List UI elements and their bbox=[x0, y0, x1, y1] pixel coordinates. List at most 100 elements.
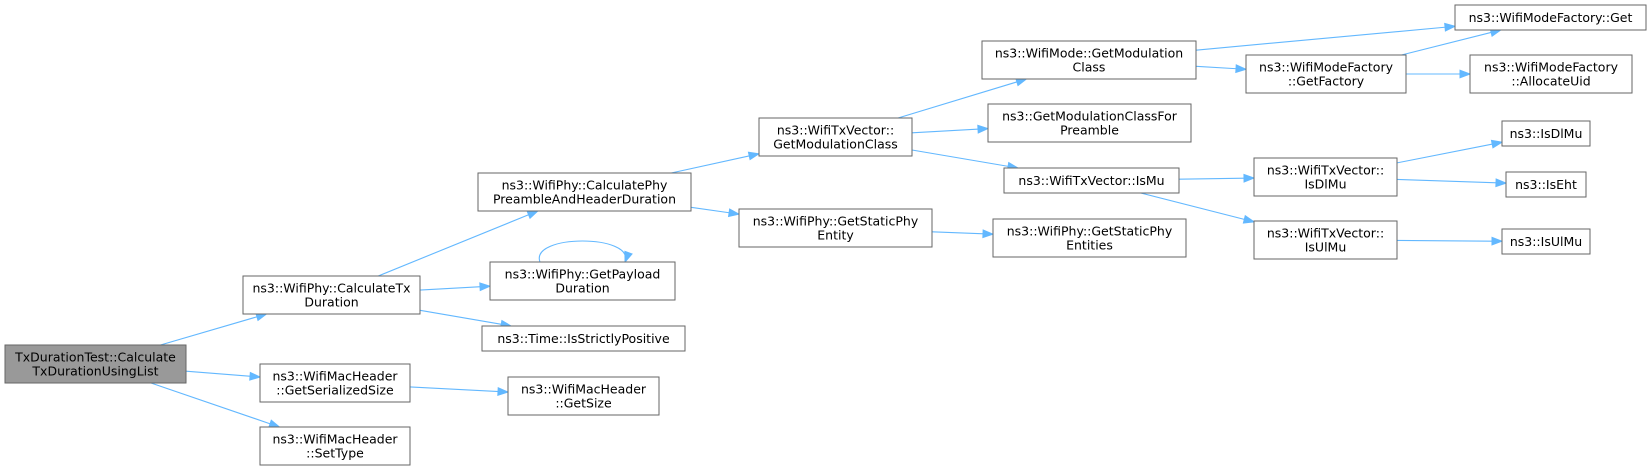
node-factGet[interactable]: ns3::WifiModeFactory::Get bbox=[1454, 4, 1647, 31]
node-txIsDlMu-box bbox=[1253, 157, 1398, 197]
edge-getSerSize-to-getSize bbox=[409, 386, 510, 397]
node-calcTx-label-1: Duration bbox=[304, 295, 358, 310]
node-getFactory-box bbox=[1245, 54, 1407, 94]
node-isEht-label-0: ns3::IsEht bbox=[1515, 177, 1577, 192]
node-txGetMod[interactable]: ns3::WifiTxVector::GetModulationClass bbox=[758, 117, 913, 157]
node-isDlMu-label-0: ns3::IsDlMu bbox=[1510, 126, 1583, 141]
edge-calcPre-to-getStatic bbox=[690, 206, 741, 218]
node-txIsUlMu[interactable]: ns3::WifiTxVector::IsUlMu bbox=[1253, 220, 1398, 260]
node-calcPre-label-0: ns3::WifiPhy::CalculatePhy bbox=[502, 178, 668, 193]
node-root-label-0: TxDurationTest::Calculate bbox=[14, 350, 176, 365]
node-txIsUlMu-label-1: IsUlMu bbox=[1305, 240, 1347, 255]
node-root-box bbox=[4, 344, 187, 384]
edge-modeGetMod-to-getFactory bbox=[1195, 64, 1248, 74]
node-getSerSize-box bbox=[259, 363, 411, 403]
edge-txIsUlMu-to-isUlMu bbox=[1396, 236, 1504, 246]
node-getSerSize-label-0: ns3::WifiMacHeader bbox=[272, 369, 398, 384]
edge-calcPre-to-txGetMod bbox=[671, 151, 761, 174]
node-modeGetMod-label-1: Class bbox=[1073, 60, 1106, 75]
node-getStatic-label-0: ns3::WifiPhy::GetStaticPhy bbox=[753, 214, 919, 229]
edge-getFactory-to-factGet bbox=[1401, 28, 1503, 56]
node-txIsDlMu[interactable]: ns3::WifiTxVector::IsDlMu bbox=[1253, 157, 1398, 197]
node-isStrict-label-0: ns3::Time::IsStrictlyPositive bbox=[497, 331, 670, 346]
node-isStrict[interactable]: ns3::Time::IsStrictlyPositive bbox=[481, 325, 686, 352]
node-txIsMu-box bbox=[1003, 167, 1180, 194]
edge-root-to-calcTx bbox=[160, 312, 268, 346]
node-allocUid-label-1: ::AllocateUid bbox=[1511, 74, 1590, 89]
node-txIsUlMu-box bbox=[1253, 220, 1398, 260]
node-setType[interactable]: ns3::WifiMacHeader::SetType bbox=[259, 426, 411, 466]
edge-txIsDlMu-to-isDlMu bbox=[1396, 139, 1504, 164]
node-getStatic-label-1: Entity bbox=[817, 228, 854, 243]
node-getSize-label-1: ::GetSize bbox=[555, 396, 612, 411]
node-txGetMod-box bbox=[758, 117, 913, 157]
node-modClassPre-label-0: ns3::GetModulationClassFor bbox=[1002, 109, 1178, 124]
node-getSerSize[interactable]: ns3::WifiMacHeader::GetSerializedSize bbox=[259, 363, 411, 403]
node-allocUid-label-0: ns3::WifiModeFactory bbox=[1484, 60, 1619, 75]
node-modClassPre-box bbox=[987, 103, 1192, 143]
node-modClassPre-label-1: Preamble bbox=[1060, 123, 1119, 138]
node-calcTx-box bbox=[242, 275, 421, 315]
node-getFactory-label-0: ns3::WifiModeFactory bbox=[1259, 60, 1394, 75]
node-factGet-box bbox=[1454, 4, 1647, 31]
node-isUlMu-label-0: ns3::IsUlMu bbox=[1510, 234, 1582, 249]
edge-txGetMod-to-txIsMu bbox=[911, 149, 1020, 171]
node-modeGetMod[interactable]: ns3::WifiMode::GetModulationClass bbox=[981, 40, 1197, 80]
node-txIsMu-label-0: ns3::WifiTxVector::IsMu bbox=[1018, 173, 1164, 188]
node-getSize[interactable]: ns3::WifiMacHeader::GetSize bbox=[507, 376, 660, 416]
edge-calcTx-to-isStrict bbox=[419, 309, 513, 329]
node-staticEnt-label-0: ns3::WifiPhy::GetStaticPhy bbox=[1007, 224, 1173, 239]
node-staticEnt-box bbox=[992, 218, 1187, 258]
node-isDlMu[interactable]: ns3::IsDlMu bbox=[1501, 120, 1591, 147]
node-root-label-1: TxDurationUsingList bbox=[31, 364, 158, 379]
node-isUlMu[interactable]: ns3::IsUlMu bbox=[1501, 228, 1591, 255]
node-getStatic-box bbox=[738, 208, 933, 248]
edge-getFactory-to-allocUid bbox=[1406, 69, 1472, 79]
node-isDlMu-box bbox=[1501, 120, 1591, 147]
node-allocUid[interactable]: ns3::WifiModeFactory::AllocateUid bbox=[1469, 54, 1633, 94]
node-allocUid-box bbox=[1469, 54, 1633, 94]
node-setType-label-0: ns3::WifiMacHeader bbox=[272, 432, 398, 447]
node-isUlMu-box bbox=[1501, 228, 1591, 255]
node-calcTx-label-0: ns3::WifiPhy::CalculateTx bbox=[252, 281, 410, 296]
edge-modeGetMod-to-factGet bbox=[1195, 22, 1457, 51]
node-calcPre-box bbox=[477, 172, 692, 212]
node-txIsUlMu-label-0: ns3::WifiTxVector:: bbox=[1267, 226, 1384, 241]
node-getSize-box bbox=[507, 376, 660, 416]
node-getFactory-label-1: ::GetFactory bbox=[1288, 74, 1365, 89]
edge-root-to-setType bbox=[150, 382, 281, 428]
edge-txGetMod-to-modClassPre bbox=[911, 124, 990, 134]
node-getSize-label-0: ns3::WifiMacHeader bbox=[521, 382, 647, 397]
node-getFactory[interactable]: ns3::WifiModeFactory::GetFactory bbox=[1245, 54, 1407, 94]
edge-txIsMu-to-txIsDlMu bbox=[1178, 173, 1256, 183]
node-getPayload-label-1: Duration bbox=[555, 281, 609, 296]
node-getPayload-label-0: ns3::WifiPhy::GetPayload bbox=[505, 267, 661, 282]
node-isEht-box bbox=[1505, 171, 1587, 198]
edge-getPayload-to-getPayload bbox=[539, 240, 633, 264]
edge-txIsDlMu-to-isEht bbox=[1396, 178, 1508, 188]
node-txGetMod-label-0: ns3::WifiTxVector:: bbox=[777, 123, 894, 138]
node-calcPre-label-1: PreambleAndHeaderDuration bbox=[493, 192, 676, 207]
edge-calcTx-to-getPayload bbox=[419, 282, 492, 292]
node-factGet-label-0: ns3::WifiModeFactory::Get bbox=[1469, 10, 1633, 25]
node-isStrict-box bbox=[481, 325, 686, 352]
node-isEht[interactable]: ns3::IsEht bbox=[1505, 171, 1587, 198]
node-staticEnt-label-1: Entities bbox=[1066, 238, 1113, 253]
node-txIsDlMu-label-1: IsDlMu bbox=[1304, 177, 1346, 192]
node-root[interactable]: TxDurationTest::CalculateTxDurationUsing… bbox=[4, 344, 187, 384]
node-txIsMu[interactable]: ns3::WifiTxVector::IsMu bbox=[1003, 167, 1180, 194]
node-txGetMod-label-1: GetModulationClass bbox=[773, 137, 898, 152]
node-setType-box bbox=[259, 426, 411, 466]
node-modeGetMod-box bbox=[981, 40, 1197, 80]
edge-txIsMu-to-txIsUlMu bbox=[1140, 192, 1256, 224]
edge-getStatic-to-staticEnt bbox=[931, 229, 995, 239]
node-txIsDlMu-label-0: ns3::WifiTxVector:: bbox=[1267, 163, 1384, 178]
node-calcPre[interactable]: ns3::WifiPhy::CalculatePhyPreambleAndHea… bbox=[477, 172, 692, 212]
node-modeGetMod-label-0: ns3::WifiMode::GetModulation bbox=[995, 46, 1183, 61]
